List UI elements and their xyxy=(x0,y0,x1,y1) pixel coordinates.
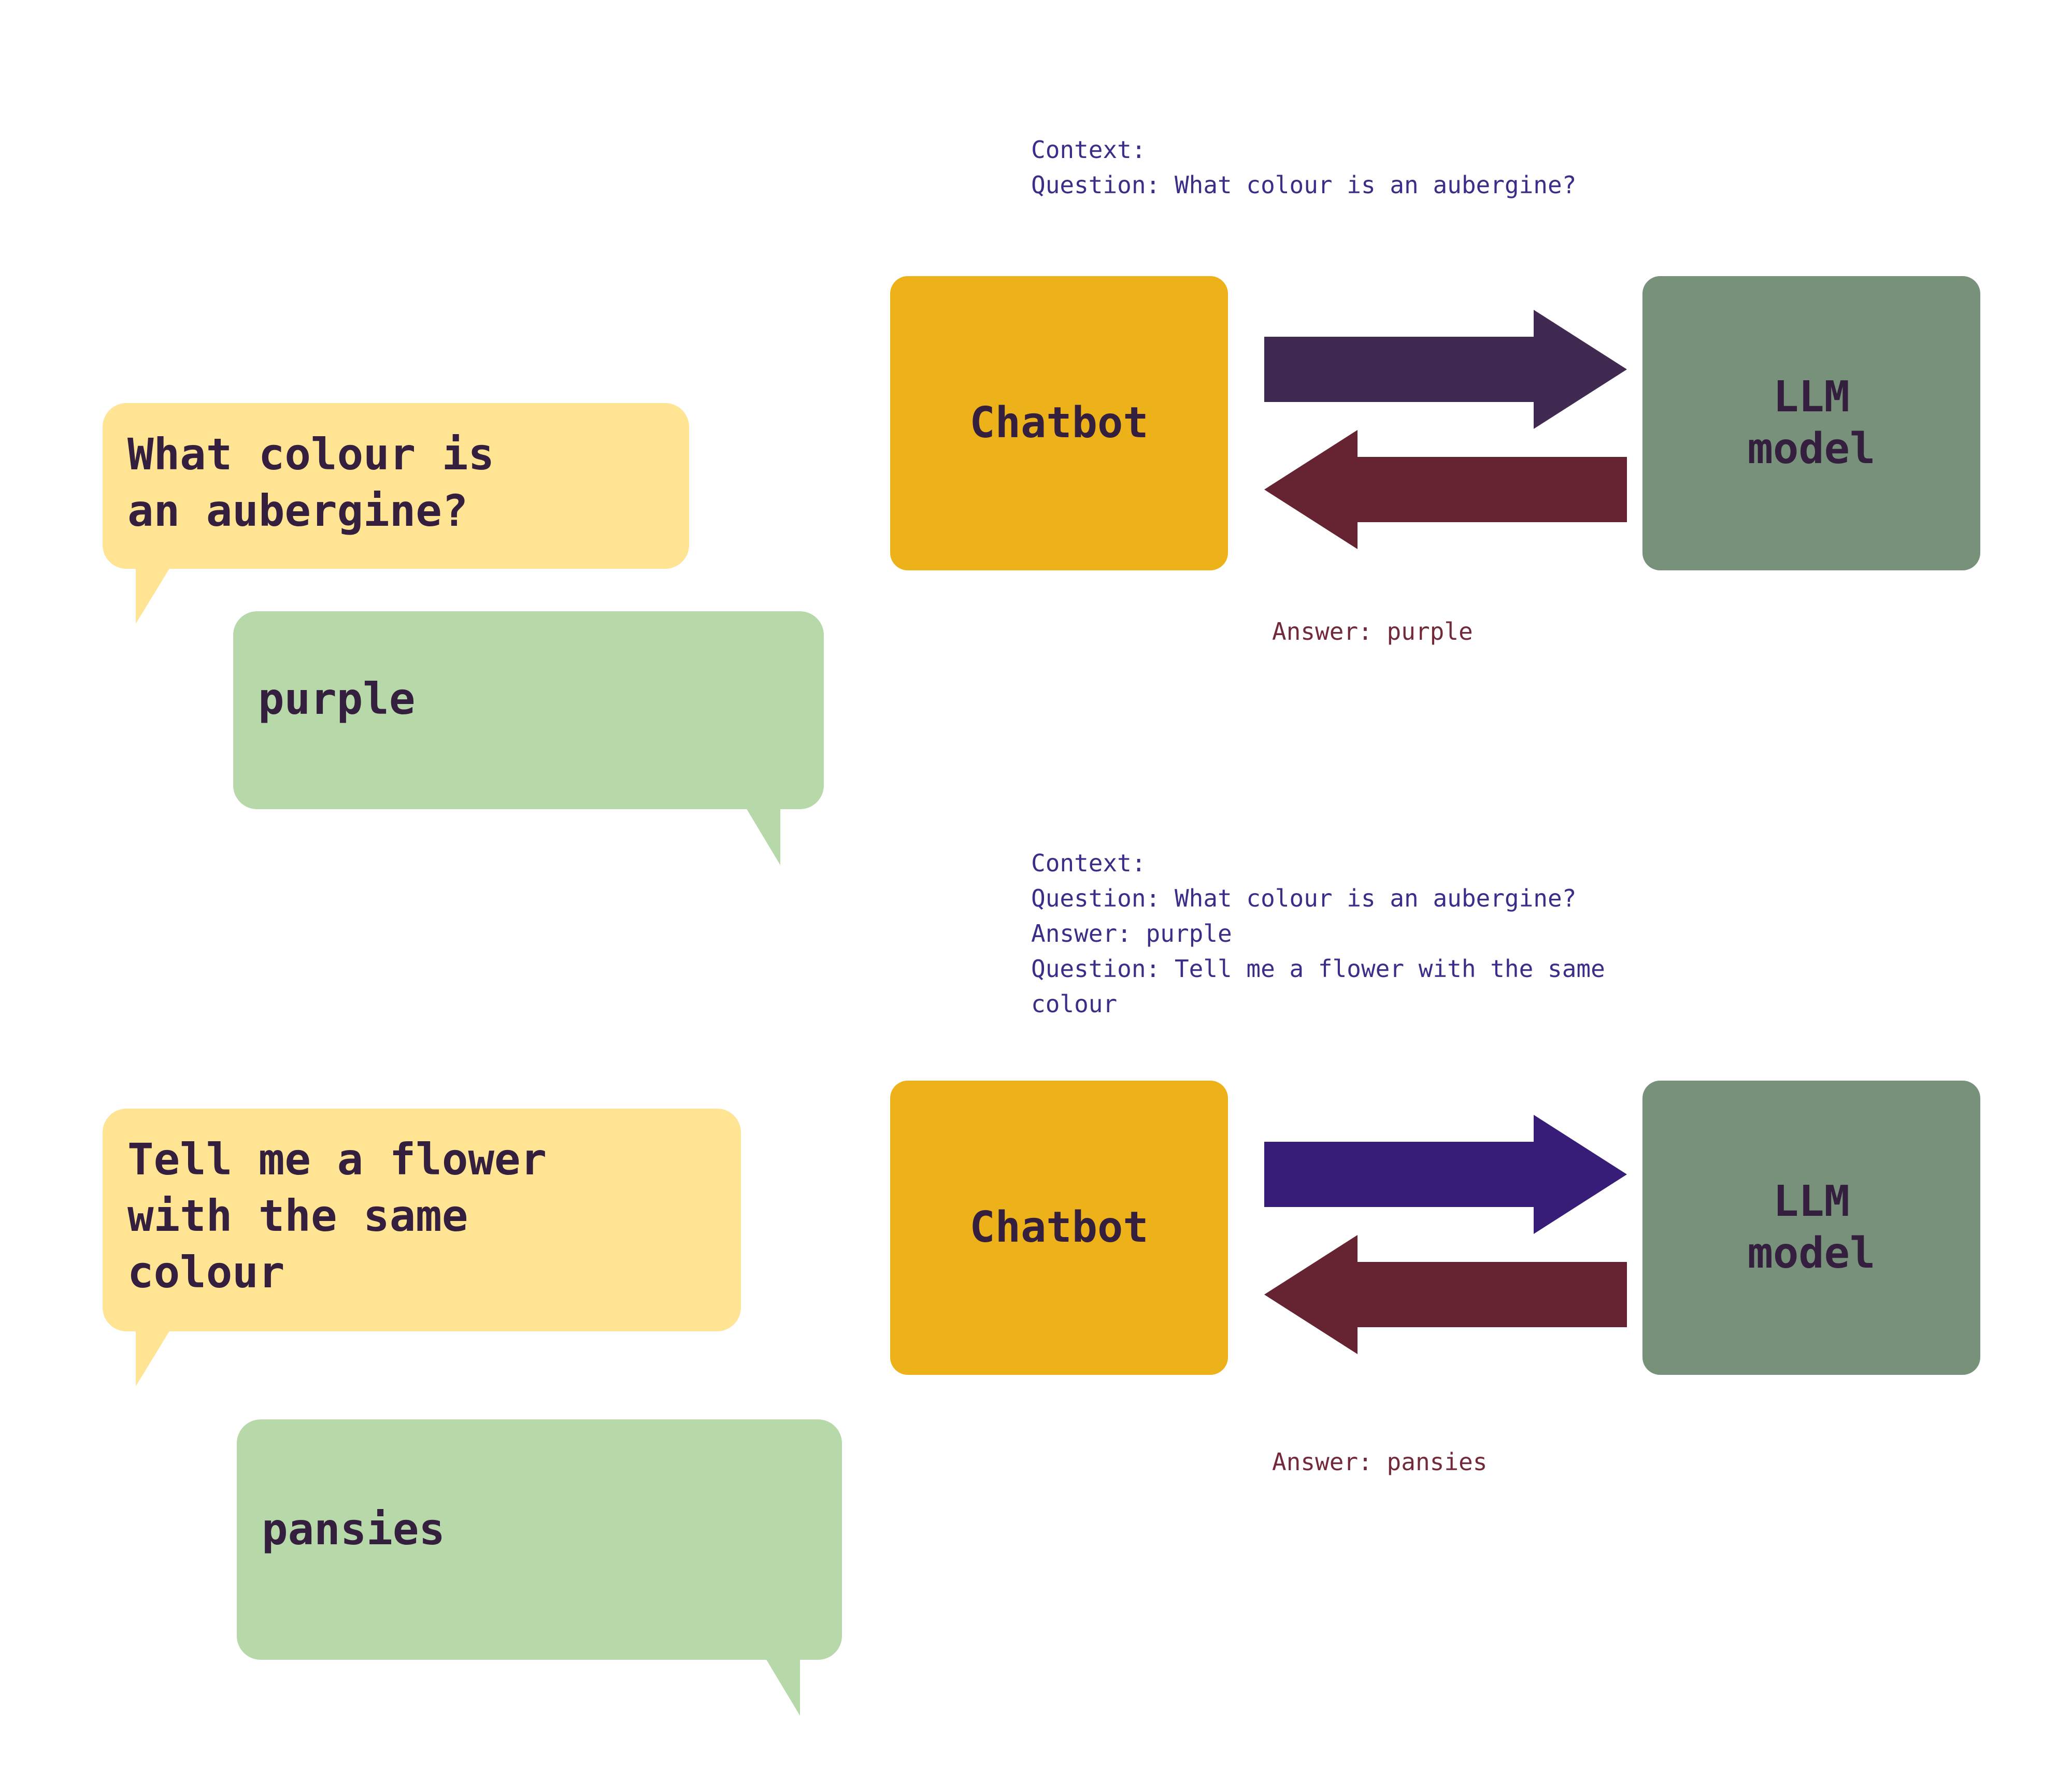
user-message-bubble-turn1: What colour is an aubergine? xyxy=(103,403,689,569)
chatbot-node-turn2[interactable]: Chatbot xyxy=(890,1081,1228,1375)
arrow-chatbot-to-llm-turn2 xyxy=(1264,1115,1627,1234)
context-block-turn1: Context: Question: What colour is an aub… xyxy=(1031,136,1577,199)
bot-bubble-tail-turn1 xyxy=(746,808,780,865)
context-block-turn2: Context: Question: What colour is an aub… xyxy=(1031,849,1605,1018)
user-message-bubble-turn2: Tell me a flower with the same colour xyxy=(103,1109,741,1331)
answer-label-turn2: Answer: pansies xyxy=(1272,1448,1488,1476)
user-message-text-turn1: What colour is an aubergine? xyxy=(127,429,495,537)
answer-label-turn1: Answer: purple xyxy=(1272,617,1473,645)
user-bubble-tail-turn1 xyxy=(136,568,170,624)
llm-model-node-turn1[interactable]: LLM model xyxy=(1642,276,1980,570)
llm-model-node-turn2[interactable]: LLM model xyxy=(1642,1081,1980,1375)
bot-bubble-tail-turn2 xyxy=(766,1659,800,1716)
chatbot-node-turn1[interactable]: Chatbot xyxy=(890,276,1228,570)
arrow-chatbot-to-llm-turn1 xyxy=(1264,310,1627,429)
user-bubble-tail-turn2 xyxy=(136,1330,170,1386)
bot-message-bubble-turn2: pansies xyxy=(237,1419,842,1660)
bot-message-text-turn2: pansies xyxy=(262,1504,446,1555)
bot-message-text-turn1: purple xyxy=(258,673,416,724)
arrow-llm-to-chatbot-turn2 xyxy=(1264,1235,1627,1354)
bot-message-bubble-turn1: purple xyxy=(233,611,824,809)
arrow-llm-to-chatbot-turn1 xyxy=(1264,430,1627,549)
user-message-text-turn2: Tell me a flower with the same colour xyxy=(127,1134,547,1298)
